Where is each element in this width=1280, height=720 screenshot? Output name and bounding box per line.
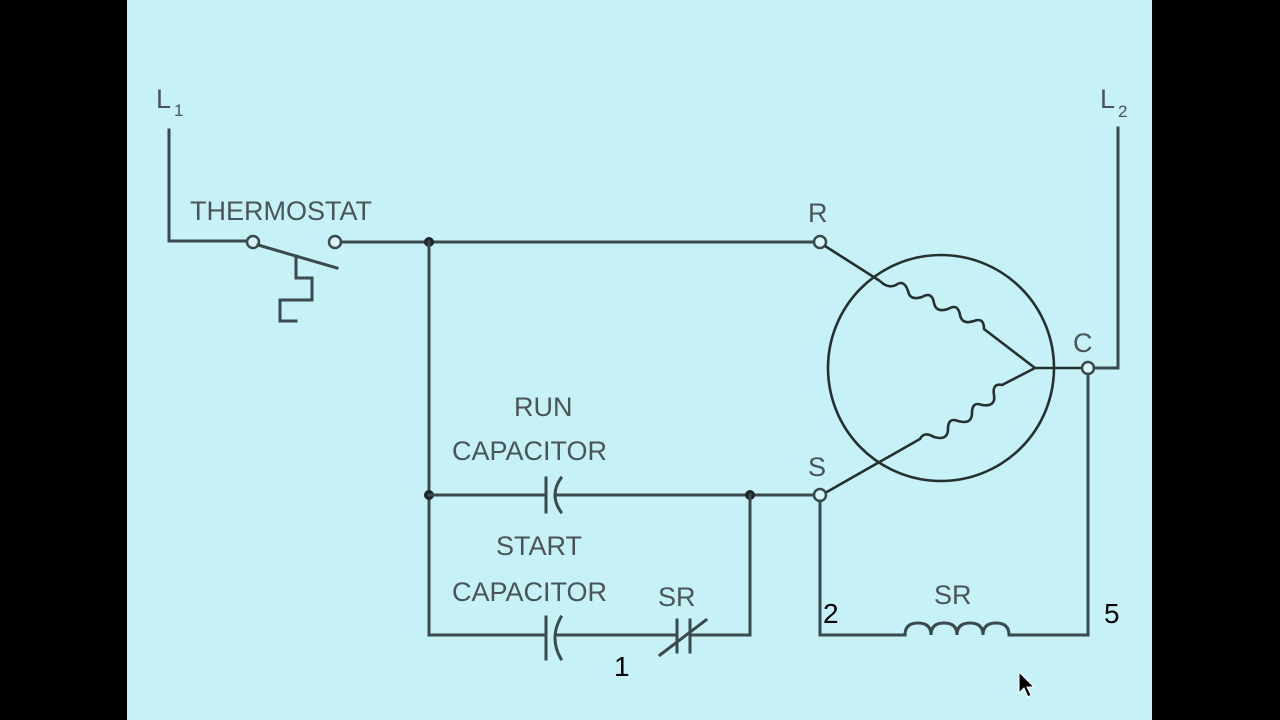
relay-terminal-1-label: 1 — [614, 651, 630, 682]
relay-terminal-5-label: 5 — [1104, 598, 1120, 629]
terminal-r-label: R — [808, 198, 828, 228]
compressor-motor — [824, 244, 1088, 495]
terminal-c — [1080, 360, 1096, 376]
run-capacitor-label-2: CAPACITOR — [452, 436, 607, 466]
l1-supply-line: L 1 — [156, 84, 249, 243]
start-capacitor-icon — [544, 614, 564, 662]
start-winding-icon — [824, 366, 1036, 495]
start-capacitor-label-1: START — [496, 531, 582, 561]
terminal-c-label: C — [1073, 328, 1093, 358]
terminal-s-label: S — [808, 452, 826, 482]
sr-normally-closed-contact-icon — [657, 617, 709, 658]
l2-supply-line — [1092, 126, 1120, 370]
thermostat-label: THERMOSTAT — [190, 196, 372, 226]
diagram-canvas — [127, 0, 1152, 720]
sr-contact-label: SR — [658, 582, 696, 612]
run-winding-icon — [879, 280, 1036, 370]
l2-subscript: 2 — [1118, 102, 1127, 121]
thermostat-switch: THERMOSTAT — [190, 196, 822, 323]
relay-terminal-2-label: 2 — [823, 598, 839, 629]
thermostat-contact-left — [245, 234, 261, 250]
l1-subscript: 1 — [174, 101, 183, 120]
terminal-s — [812, 487, 828, 503]
sr-relay-coil-icon — [903, 621, 1011, 637]
mouse-cursor-icon — [1018, 670, 1036, 698]
start-capacitor-label-2: CAPACITOR — [452, 577, 607, 607]
bimetal-element-icon — [278, 254, 314, 323]
terminal-r — [812, 234, 828, 250]
run-capacitor-label-1: RUN — [514, 392, 573, 422]
sr-coil-label: SR — [934, 580, 972, 610]
l1-label: L — [156, 84, 171, 114]
l2-label: L — [1100, 84, 1115, 114]
thermostat-contact-right — [327, 234, 343, 250]
